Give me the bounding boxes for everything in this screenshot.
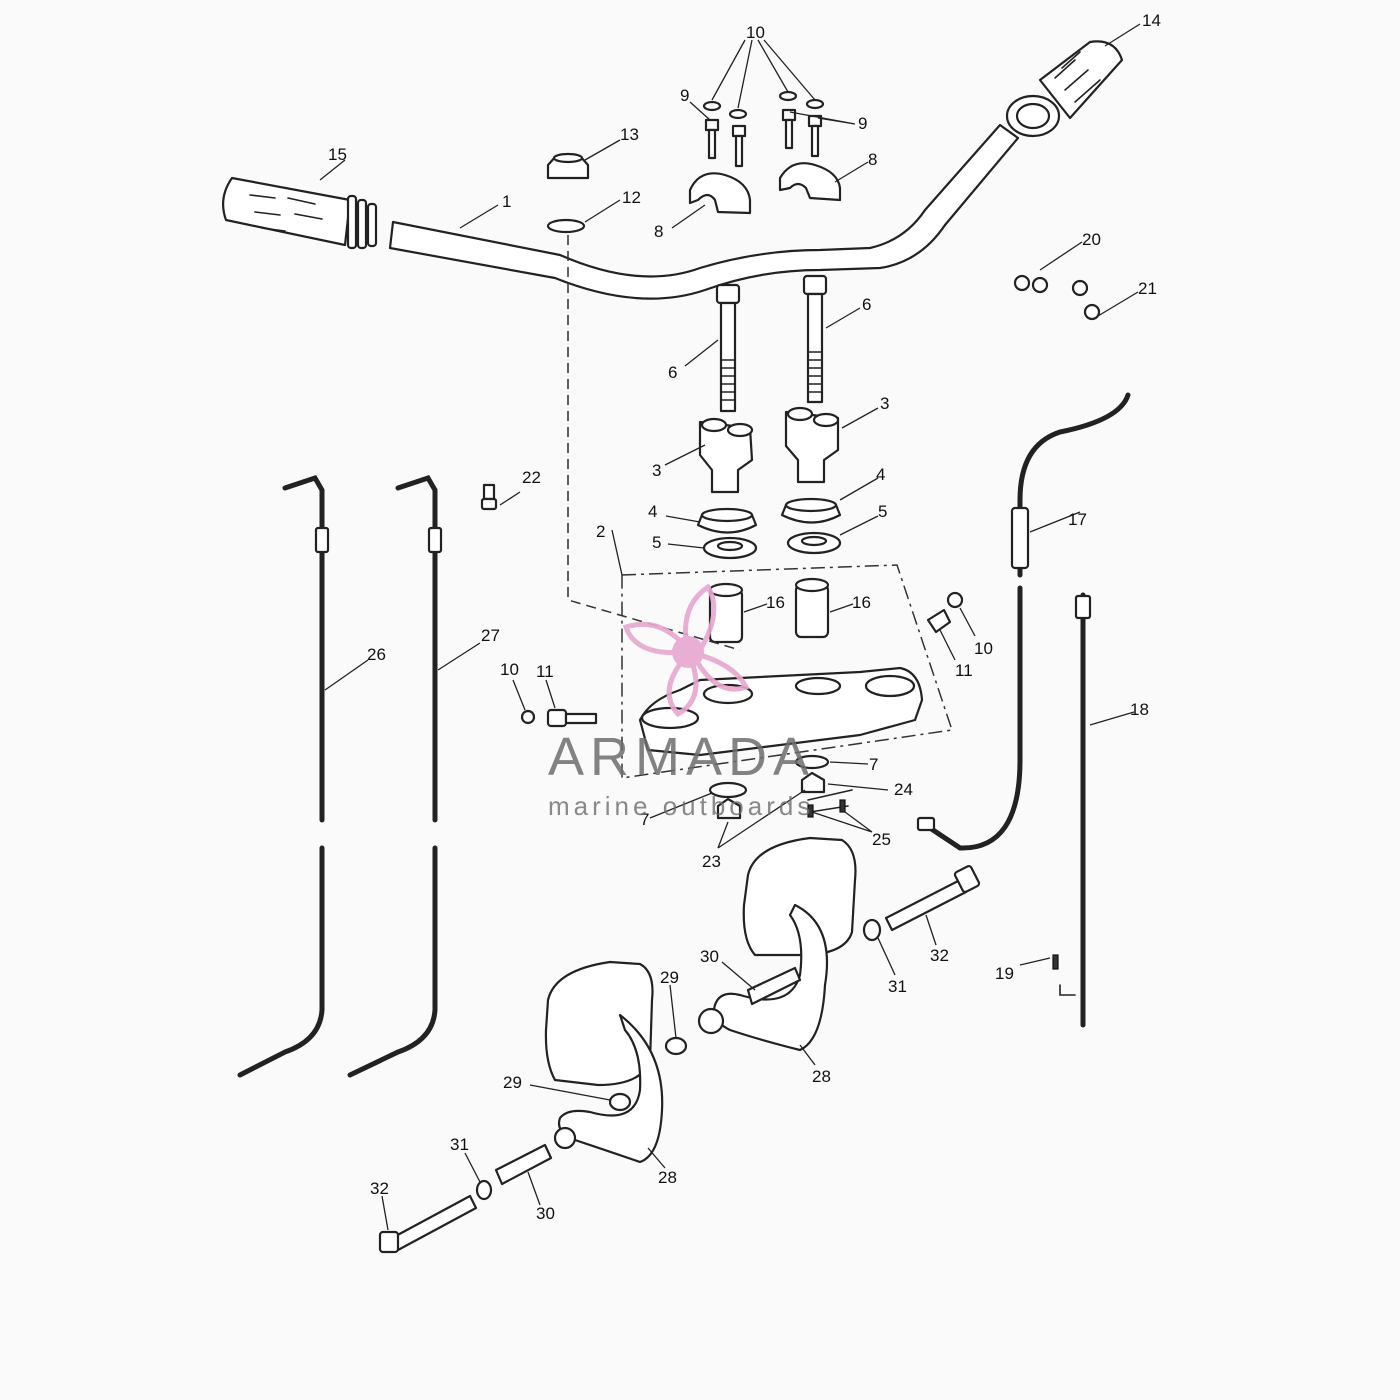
callout: 6	[668, 363, 677, 382]
callout: 15	[328, 145, 347, 164]
callout: 8	[868, 150, 877, 169]
callout: 18	[1130, 700, 1149, 719]
callout: 28	[812, 1067, 831, 1086]
stem-alignment-line	[567, 235, 741, 651]
callout: 29	[660, 968, 679, 987]
callout: 30	[700, 947, 719, 966]
callout: 11	[955, 661, 973, 680]
yoke-group-outline	[621, 564, 953, 779]
left-mirror	[544, 960, 688, 1164]
callout: 14	[1142, 11, 1161, 30]
riser-bolts	[715, 274, 828, 413]
right-grip	[1005, 40, 1124, 138]
callout: 1	[502, 192, 511, 211]
callout: 16	[766, 593, 785, 612]
callout: 32	[370, 1179, 389, 1198]
callout: 4	[876, 465, 885, 484]
watermark-tagline: marine outboards	[548, 791, 814, 821]
callout: 8	[654, 222, 663, 241]
callout: 5	[878, 502, 887, 521]
callout: 3	[880, 394, 889, 413]
callout: 17	[1068, 510, 1087, 529]
mirror-fixings	[378, 865, 981, 1254]
callout: 26	[367, 645, 386, 664]
callout: 21	[1138, 279, 1157, 298]
callout: 24	[894, 780, 913, 799]
speedo-cable	[1052, 592, 1092, 1028]
throttle-cables	[237, 474, 443, 1078]
left-grip	[221, 176, 378, 250]
callout: 6	[862, 295, 871, 314]
callout: 25	[872, 830, 891, 849]
handlebar	[388, 123, 1020, 300]
handlebar-nut	[546, 152, 590, 180]
callout: 13	[620, 125, 639, 144]
callout: 16	[852, 593, 871, 612]
screw-22	[480, 483, 498, 511]
risers	[698, 406, 840, 494]
right-mirror	[697, 836, 857, 1052]
callout: 10	[974, 639, 993, 658]
callout: 4	[648, 502, 657, 521]
yoke-nuts	[708, 754, 853, 820]
clutch-cable	[916, 392, 1131, 851]
callout: 11	[536, 662, 554, 681]
callout: 23	[702, 852, 721, 871]
callout: 28	[658, 1168, 677, 1187]
clamp-bolts	[702, 90, 825, 168]
cable-clips	[1013, 274, 1101, 321]
bushes	[708, 577, 830, 644]
callout: 3	[652, 461, 661, 480]
washer-12	[546, 218, 586, 234]
callout: 27	[481, 626, 500, 645]
yoke-side-fixings	[520, 591, 964, 728]
callout: 5	[652, 533, 661, 552]
callout: 10	[746, 23, 765, 42]
upper-clamps	[688, 162, 842, 215]
callout: 32	[930, 946, 949, 965]
callout: 12	[622, 188, 641, 207]
callout: 19	[995, 964, 1014, 983]
callout: 22	[522, 468, 541, 487]
callout: 7	[869, 755, 878, 774]
callout: 30	[536, 1204, 555, 1223]
callout: 9	[680, 86, 689, 105]
callout: 29	[503, 1073, 522, 1092]
callout: 2	[596, 522, 605, 541]
callout: 7	[640, 810, 649, 829]
callout: 10	[500, 660, 519, 679]
propeller-icon	[622, 583, 750, 718]
riser-rubbers	[696, 497, 842, 560]
callout-labels: 1 2 3 3 4 4 5 5 6 6 7 7 8 8 9 9 10 10 10…	[328, 11, 1161, 1223]
callout: 31	[888, 977, 907, 996]
callout: 9	[858, 114, 867, 133]
watermark-brand: ARMADA	[548, 727, 815, 787]
armada-watermark: ARMADA marine outboards	[548, 583, 815, 821]
callout: 20	[1082, 230, 1101, 249]
callout: 31	[450, 1135, 469, 1154]
leader-lines	[319, 23, 1141, 1231]
